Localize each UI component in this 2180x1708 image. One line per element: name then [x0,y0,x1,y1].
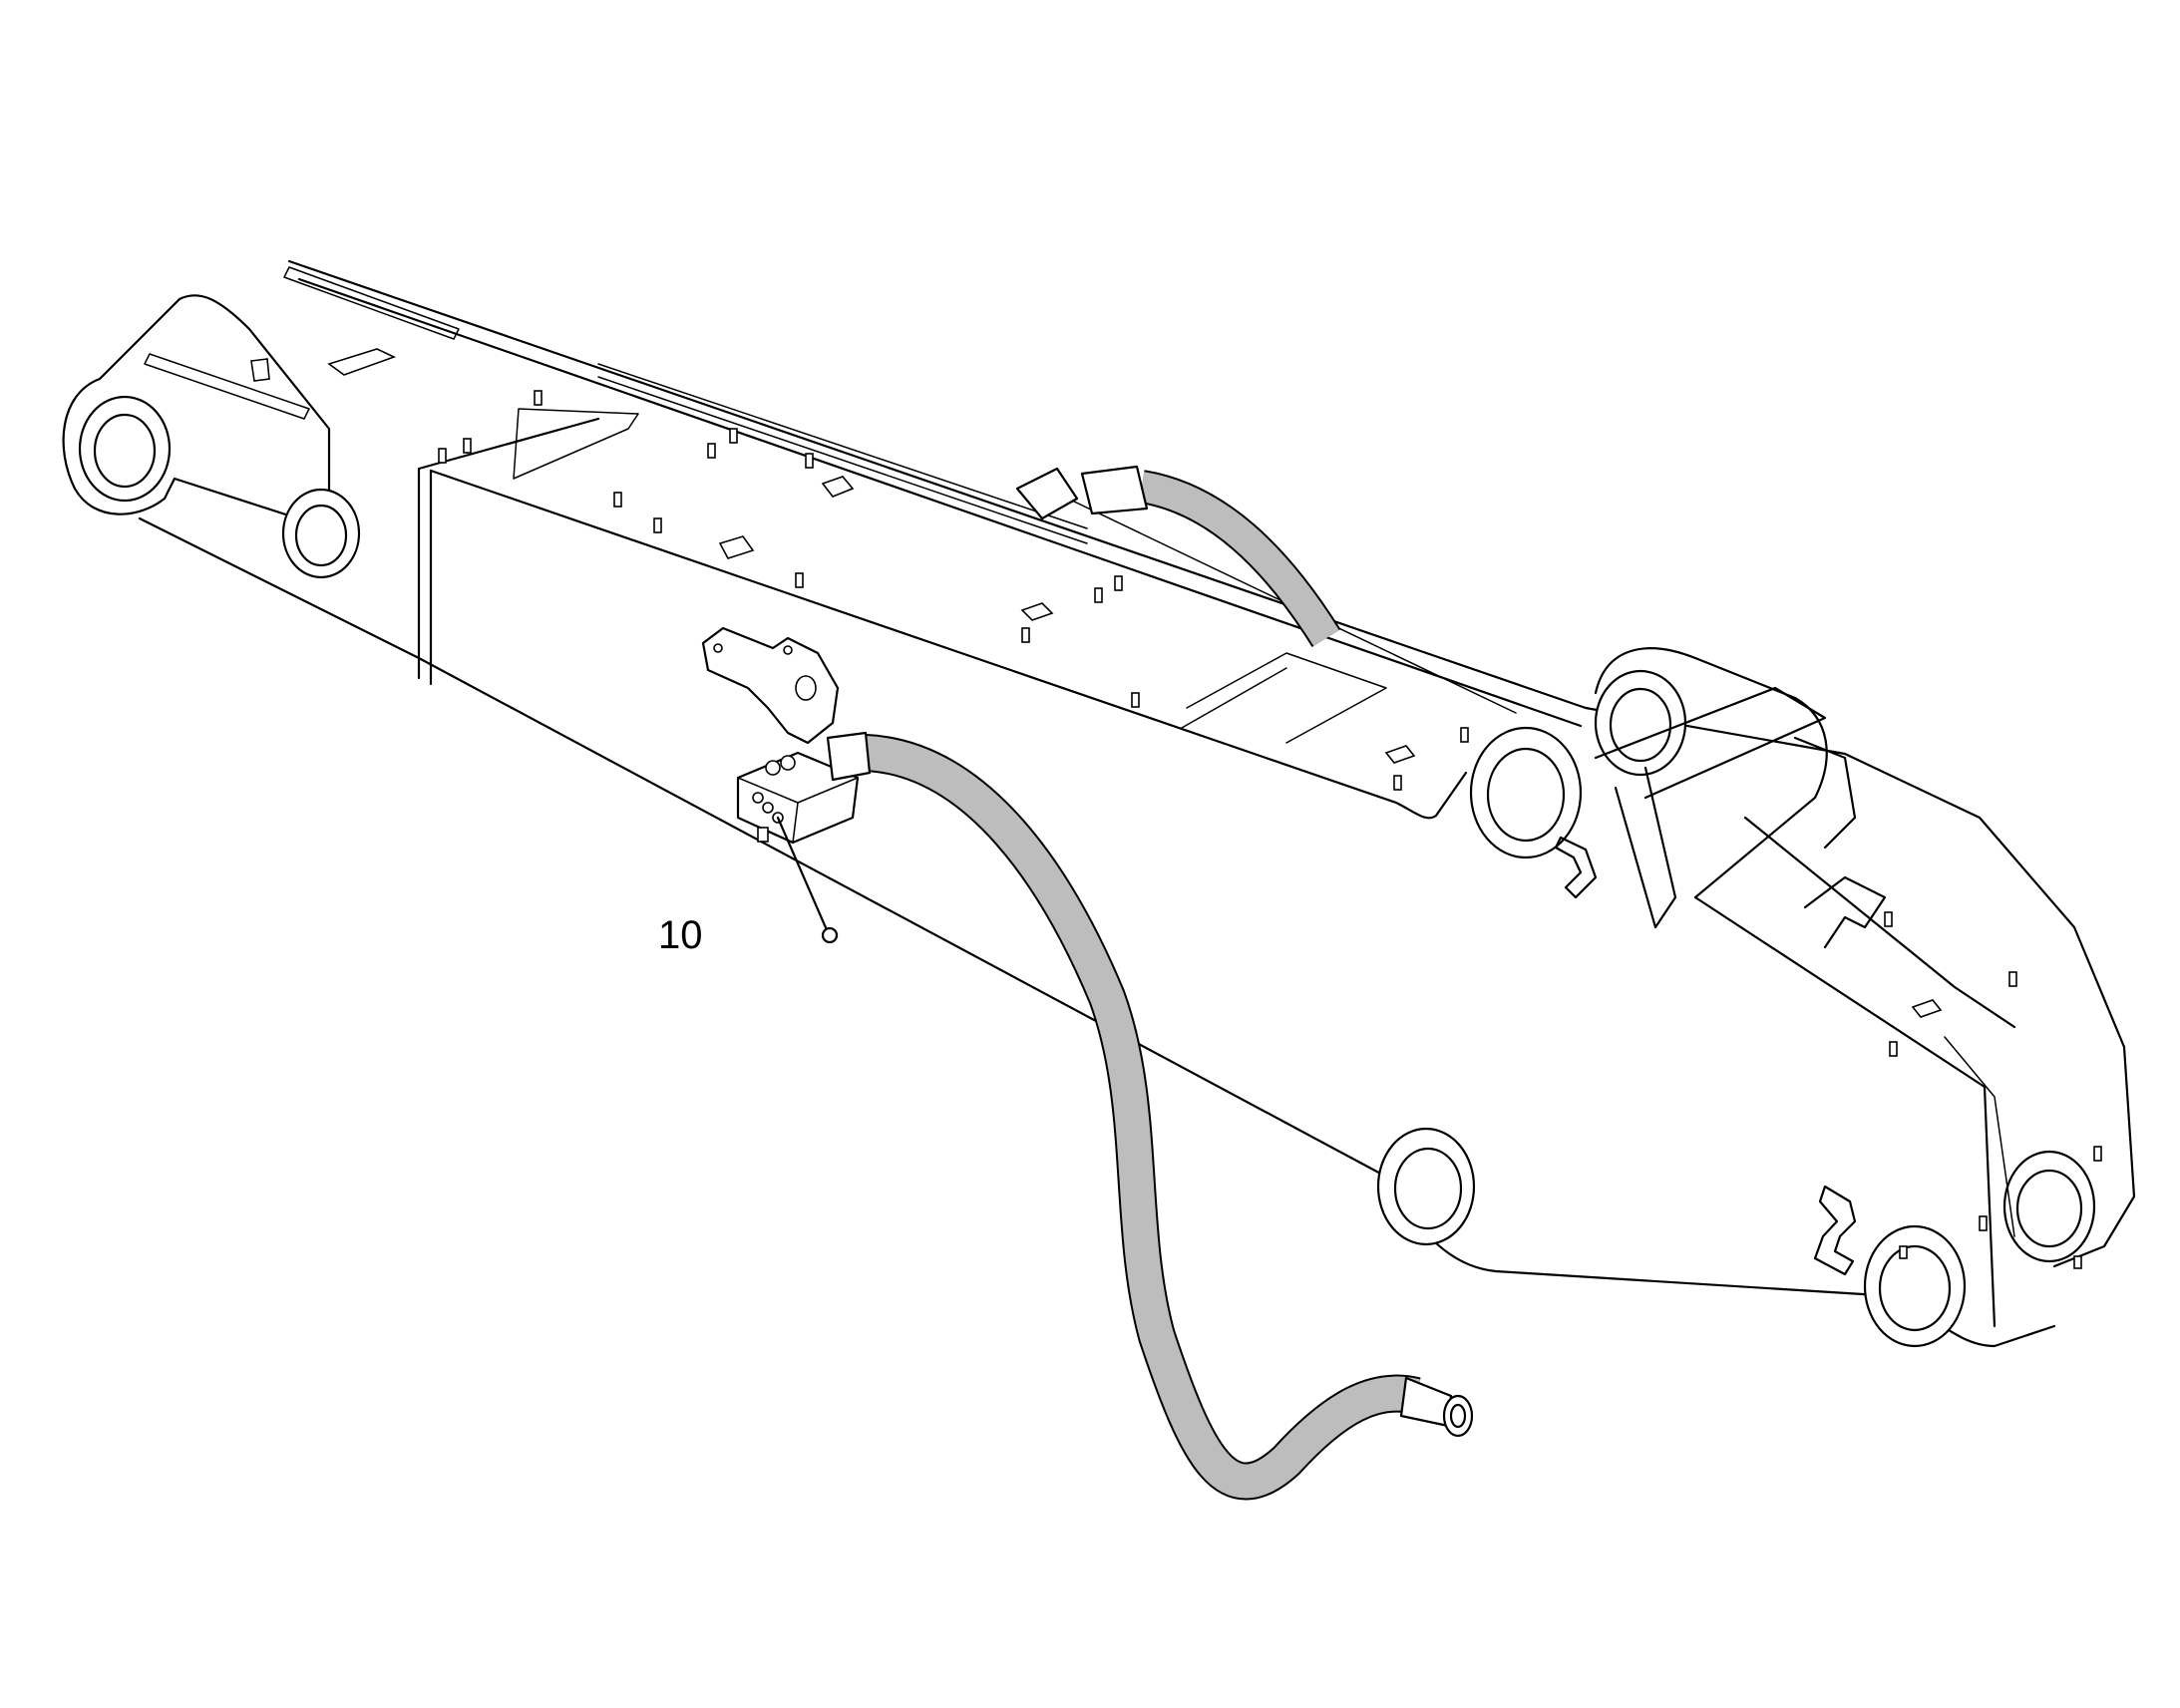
valve-body [736,751,860,845]
valve-lever [776,816,830,934]
valve-block-icon [701,626,860,944]
pin-bosses [78,395,2096,1348]
arm-body [62,259,2136,1348]
hydraulic-hose-icon [826,465,1474,1501]
arm-head [1554,647,2016,1328]
bolts [250,348,2102,1269]
part-callout-label: 10 [658,913,703,957]
mounting-bracket [701,626,840,745]
